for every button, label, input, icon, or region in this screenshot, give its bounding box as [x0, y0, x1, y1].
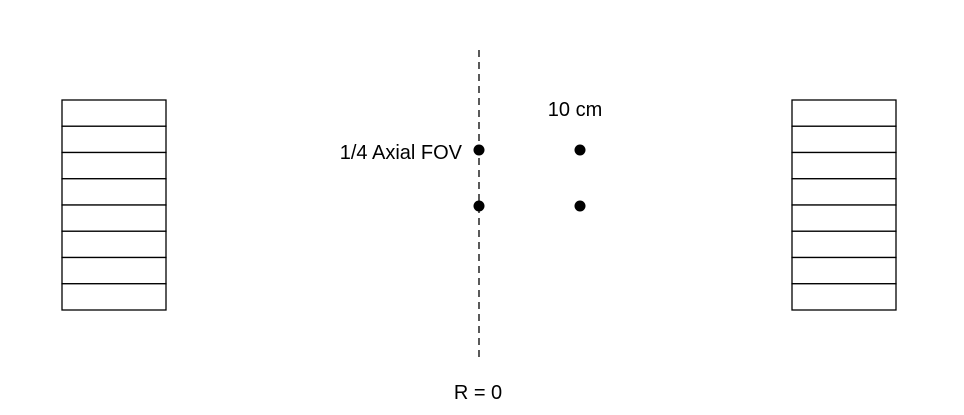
source-point-center-lower [473, 200, 485, 212]
detector-block-left [61, 99, 167, 311]
detector-ring [61, 230, 167, 259]
source-point-center-upper [473, 144, 485, 156]
center-label: R = 0 [453, 382, 503, 404]
detector-ring [61, 204, 167, 232]
source-point-offset-lower [574, 200, 586, 212]
detector-ring [791, 256, 897, 285]
detector-ring [791, 230, 897, 259]
detector-ring [61, 283, 167, 311]
detector-ring [791, 178, 897, 206]
detector-ring [61, 178, 167, 206]
detector-ring [791, 151, 897, 180]
detector-block-right [791, 99, 897, 311]
detector-ring [61, 151, 167, 180]
axial-fov-label: 1/4 Axial FOV [339, 142, 462, 164]
detector-ring [61, 125, 167, 154]
source-point-offset-upper [574, 144, 586, 156]
detector-ring [791, 283, 897, 311]
detector-ring [791, 204, 897, 232]
detector-ring [61, 99, 167, 127]
detector-ring [61, 256, 167, 285]
detector-ring [791, 125, 897, 154]
radial-offset-label: 10 cm [547, 99, 603, 121]
detector-ring [791, 99, 897, 127]
